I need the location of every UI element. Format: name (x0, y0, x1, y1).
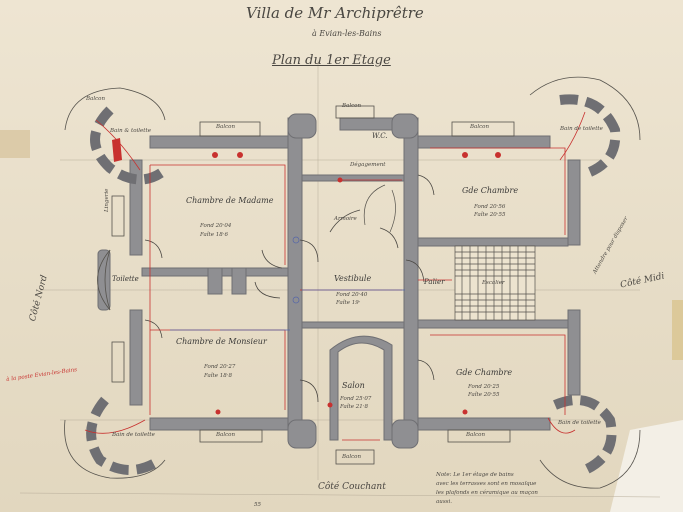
plan-title: Plan du 1er Etage (272, 53, 391, 68)
dim-salon-1: Fond 25·07 (340, 396, 372, 402)
room-bain-br: Bain de toilette (558, 420, 601, 426)
dim-salon-2: Faîte 21·8 (340, 404, 368, 410)
room-vestibule: Vestibule (334, 274, 372, 283)
room-bain-tl: Bain & toilette (110, 128, 151, 134)
dim-tr-1: Fond 20·56 (474, 204, 506, 210)
dim-madame-2: Faîte 18·6 (200, 232, 228, 238)
note-line-4: aussi. (436, 499, 452, 505)
balconies (64, 76, 641, 489)
balcon-label-bottom-right: Balcon (466, 432, 486, 438)
walls (97, 113, 581, 449)
room-dressing: Dégagement (350, 162, 386, 168)
title-line-2: à Evian-les-Bains (312, 29, 382, 38)
staircase (363, 184, 536, 321)
note-line-2: avec les terrasses sont en mosaïque (436, 481, 537, 487)
room-chambre-monsieur: Chambre de Monsieur (176, 337, 267, 346)
balcon-label-bottom-left: Balcon (216, 432, 236, 438)
note-line-3: les plafonds en céramique au maçon (436, 490, 538, 496)
sheet-number: 55 (254, 502, 261, 508)
room-palier: Palier (424, 278, 445, 286)
dim-vestibule-1: Fond 20·40 (336, 292, 368, 298)
dim-tr-2: Faîte 20·55 (474, 212, 506, 218)
paper-stain (0, 130, 30, 158)
paper-tear (610, 420, 683, 512)
room-lingerie: Lingerie (104, 188, 110, 212)
balcon-label-bottom-center: Balcon (342, 454, 362, 460)
balcon-label-top-right: Balcon (470, 124, 490, 130)
dim-madame-1: Fond 20·04 (200, 223, 232, 229)
dim-br-1: Fond 20·25 (468, 384, 500, 390)
balcon-label-top-left: Balcon (216, 124, 236, 130)
paper-stain (672, 300, 683, 360)
room-toilette-left: Toilette (112, 275, 139, 283)
dim-br-2: Faîte 20·55 (468, 392, 500, 398)
note-line-1: Note: Le 1er étage de bains (436, 472, 514, 478)
room-chambre-madame: Chambre de Madame (186, 196, 274, 205)
side-label-south: Côté Couchant (318, 482, 386, 492)
red-fixtures (112, 138, 501, 415)
room-bain-bl: Bain de toilette (112, 432, 155, 438)
room-chambre-br: Gde Chambre (456, 368, 513, 377)
dim-monsieur-2: Faîte 18·8 (204, 373, 232, 379)
dim-monsieur-1: Fond 20·27 (204, 364, 236, 370)
room-bain-tr: Bain de toilette (560, 126, 603, 132)
room-salon: Salon (342, 381, 365, 390)
dim-vestibule-2: Faîte 19· (336, 300, 361, 306)
room-armoire: Armoire (334, 216, 357, 222)
room-escalier: Escalier (482, 280, 505, 286)
room-chambre-tr: Gde Chambre (462, 186, 519, 195)
balcon-label-tl: Balcon (86, 96, 106, 102)
blue-lines (170, 236, 405, 331)
door-swings (144, 174, 435, 403)
room-wc: W.C. (372, 132, 388, 140)
balcon-label-top-center: Balcon (342, 103, 362, 109)
corner-towers (86, 94, 621, 475)
title-line-1: Villa de Mr Archiprêtre (246, 4, 424, 22)
